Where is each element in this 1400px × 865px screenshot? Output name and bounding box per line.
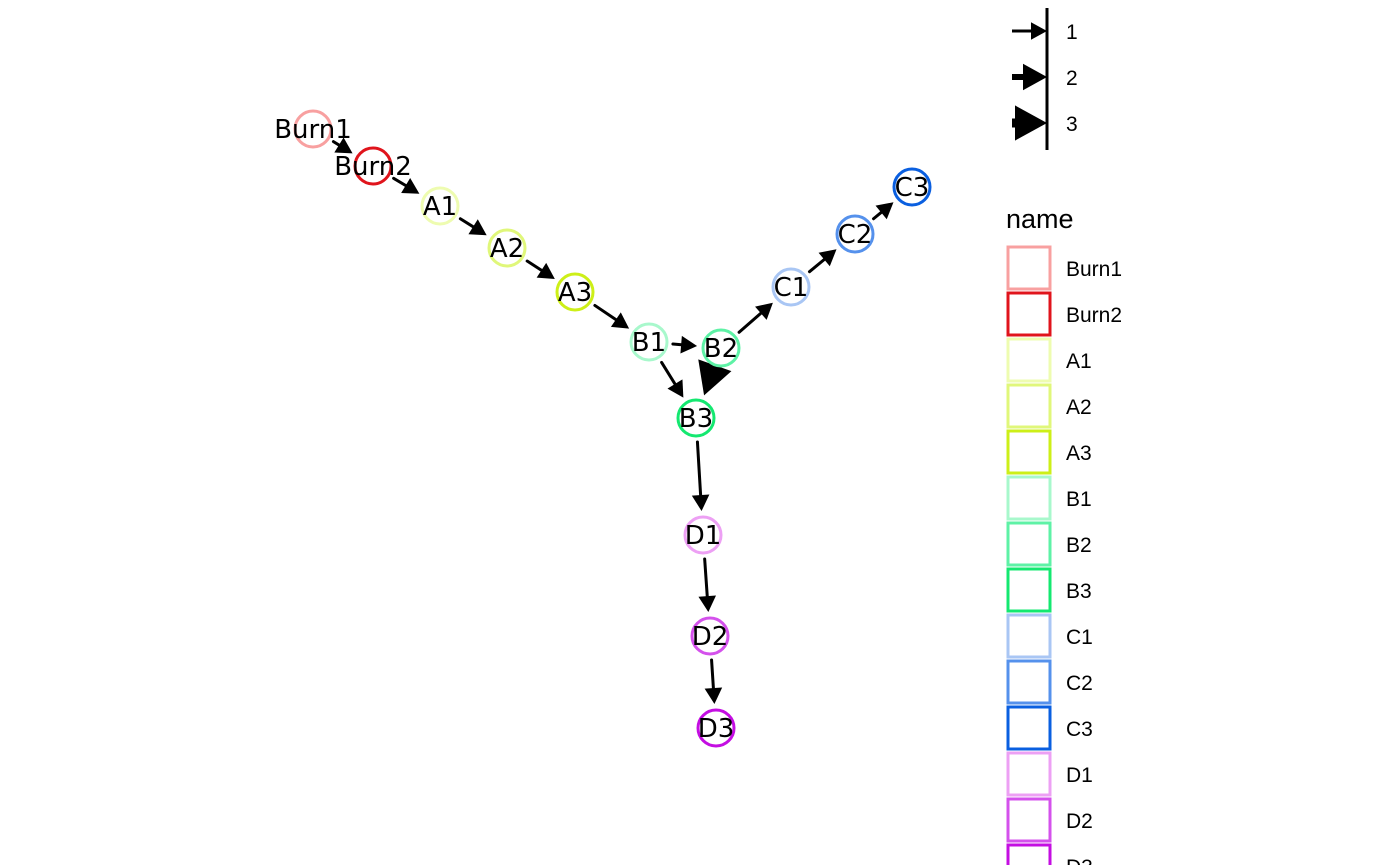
node-A1: A1 [420,186,460,226]
width-legend-key-1: 1 [1012,21,1078,44]
edge-A3-B1 [593,303,630,329]
width-legend-label-2: 2 [1066,67,1078,90]
edge-D2-D3 [704,658,723,705]
name-legend-label-C1: C1 [1066,626,1093,649]
node-B2-circle [701,328,741,368]
name-legend-key-D2: D2 [1006,797,1093,843]
node-B3-label: B3 [679,404,713,434]
edge-C1-C2 [807,249,837,274]
node-C3: C3 [892,167,932,207]
node-B2-label: B2 [704,334,738,364]
edge-C2-C3 [872,202,894,221]
name-legend-label-D1: D1 [1066,764,1093,787]
node-B3: B3 [676,398,716,438]
name-legend-label-C3: C3 [1066,718,1093,741]
width-legend-label-1: 1 [1066,21,1078,44]
node-C2-label: C2 [838,220,873,250]
node-C1: C1 [771,267,811,307]
node-A3-circle [555,272,595,312]
node-B1-label: B1 [632,328,666,358]
edge-width-legend: 1 2 3 [1012,8,1078,150]
node-C2-circle [835,214,875,254]
node-C3-label: C3 [895,173,930,203]
name-legend-key-C3: C3 [1006,705,1093,751]
name-legend-key-Burn2: Burn2 [1006,291,1122,337]
node-D2-circle [690,616,730,656]
edge-B3-D1 [691,440,710,512]
name-legend-label-Burn1: Burn1 [1066,258,1122,281]
node-D3-circle [696,708,736,748]
edge-B1-B3 [660,360,684,398]
node-D3-label: D3 [698,714,735,744]
node-D3: D3 [696,708,736,748]
name-legend-key-C1: C1 [1006,613,1093,659]
node-D1-label: D1 [685,521,722,551]
node-B2: B2 [701,328,741,368]
node-A1-circle [420,186,460,226]
node-Burn2-circle [353,146,393,186]
node-B1-circle [629,322,669,362]
edge-Burn2-A1 [392,176,420,194]
name-legend-label-B3: B3 [1066,580,1092,603]
node-C3-circle [892,167,932,207]
name-legend-label-D2: D2 [1066,810,1093,833]
name-legend-key-A2: A2 [1006,383,1092,429]
node-B1: B1 [629,322,669,362]
node-D2: D2 [690,616,730,656]
node-A1-label: A1 [423,192,457,222]
name-legend-label-A2: A2 [1066,396,1092,419]
name-legend-label-C2: C2 [1066,672,1093,695]
name-legend-key-A1: A1 [1006,337,1092,383]
name-legend-key-A3: A3 [1006,429,1092,475]
name-legend-key-B1: B1 [1006,475,1092,521]
name-legend-label-B1: B1 [1066,488,1092,511]
node-C2: C2 [835,214,875,254]
name-legend-key-D1: D1 [1006,751,1093,797]
name-legend-label-A3: A3 [1066,442,1092,465]
node-Burn1: Burn1 [274,109,352,149]
node-A3-label: A3 [558,278,592,308]
name-legend-key-C2: C2 [1006,659,1093,705]
node-A2-label: A2 [490,234,524,264]
name-legend-key-B2: B2 [1006,521,1092,567]
edge-Burn1-Burn2 [331,137,353,154]
legend-title: name [1006,204,1074,234]
node-A2: A2 [487,228,527,268]
node-D2-label: D2 [692,622,729,652]
edge-layer [331,137,894,705]
width-legend-label-3: 3 [1066,113,1078,136]
name-legend-label-D3: D3 [1066,856,1093,865]
edge-B2-C1 [737,302,773,334]
node-Burn1-label: Burn1 [274,115,352,145]
node-A3: A3 [555,272,595,312]
node-C1-circle [771,267,811,307]
node-Burn1-circle [293,109,333,149]
name-legend-key-B3: B3 [1006,567,1092,613]
node-A2-circle [487,228,527,268]
node-C1-label: C1 [774,273,809,303]
name-legend-label-B2: B2 [1066,534,1092,557]
name-legend-key-Burn1: Burn1 [1006,245,1122,291]
edge-A2-A3 [525,259,555,279]
edge-D1-D2 [698,557,717,613]
edge-A1-A2 [458,217,487,236]
node-Burn2: Burn2 [334,146,412,186]
node-D1: D1 [683,515,723,555]
name-legend-label-A1: A1 [1066,350,1092,373]
node-B3-circle [676,398,716,438]
edge-B1-B2 [671,335,698,354]
edge-B2-B3 [698,359,732,396]
name-legend-key-D3: D3 [1006,843,1093,865]
width-legend-key-3: 3 [1012,105,1078,141]
width-legend-key-2: 2 [1012,63,1078,91]
name-legend-label-Burn2: Burn2 [1066,304,1122,327]
node-D1-circle [683,515,723,555]
node-Burn2-label: Burn2 [334,152,412,182]
